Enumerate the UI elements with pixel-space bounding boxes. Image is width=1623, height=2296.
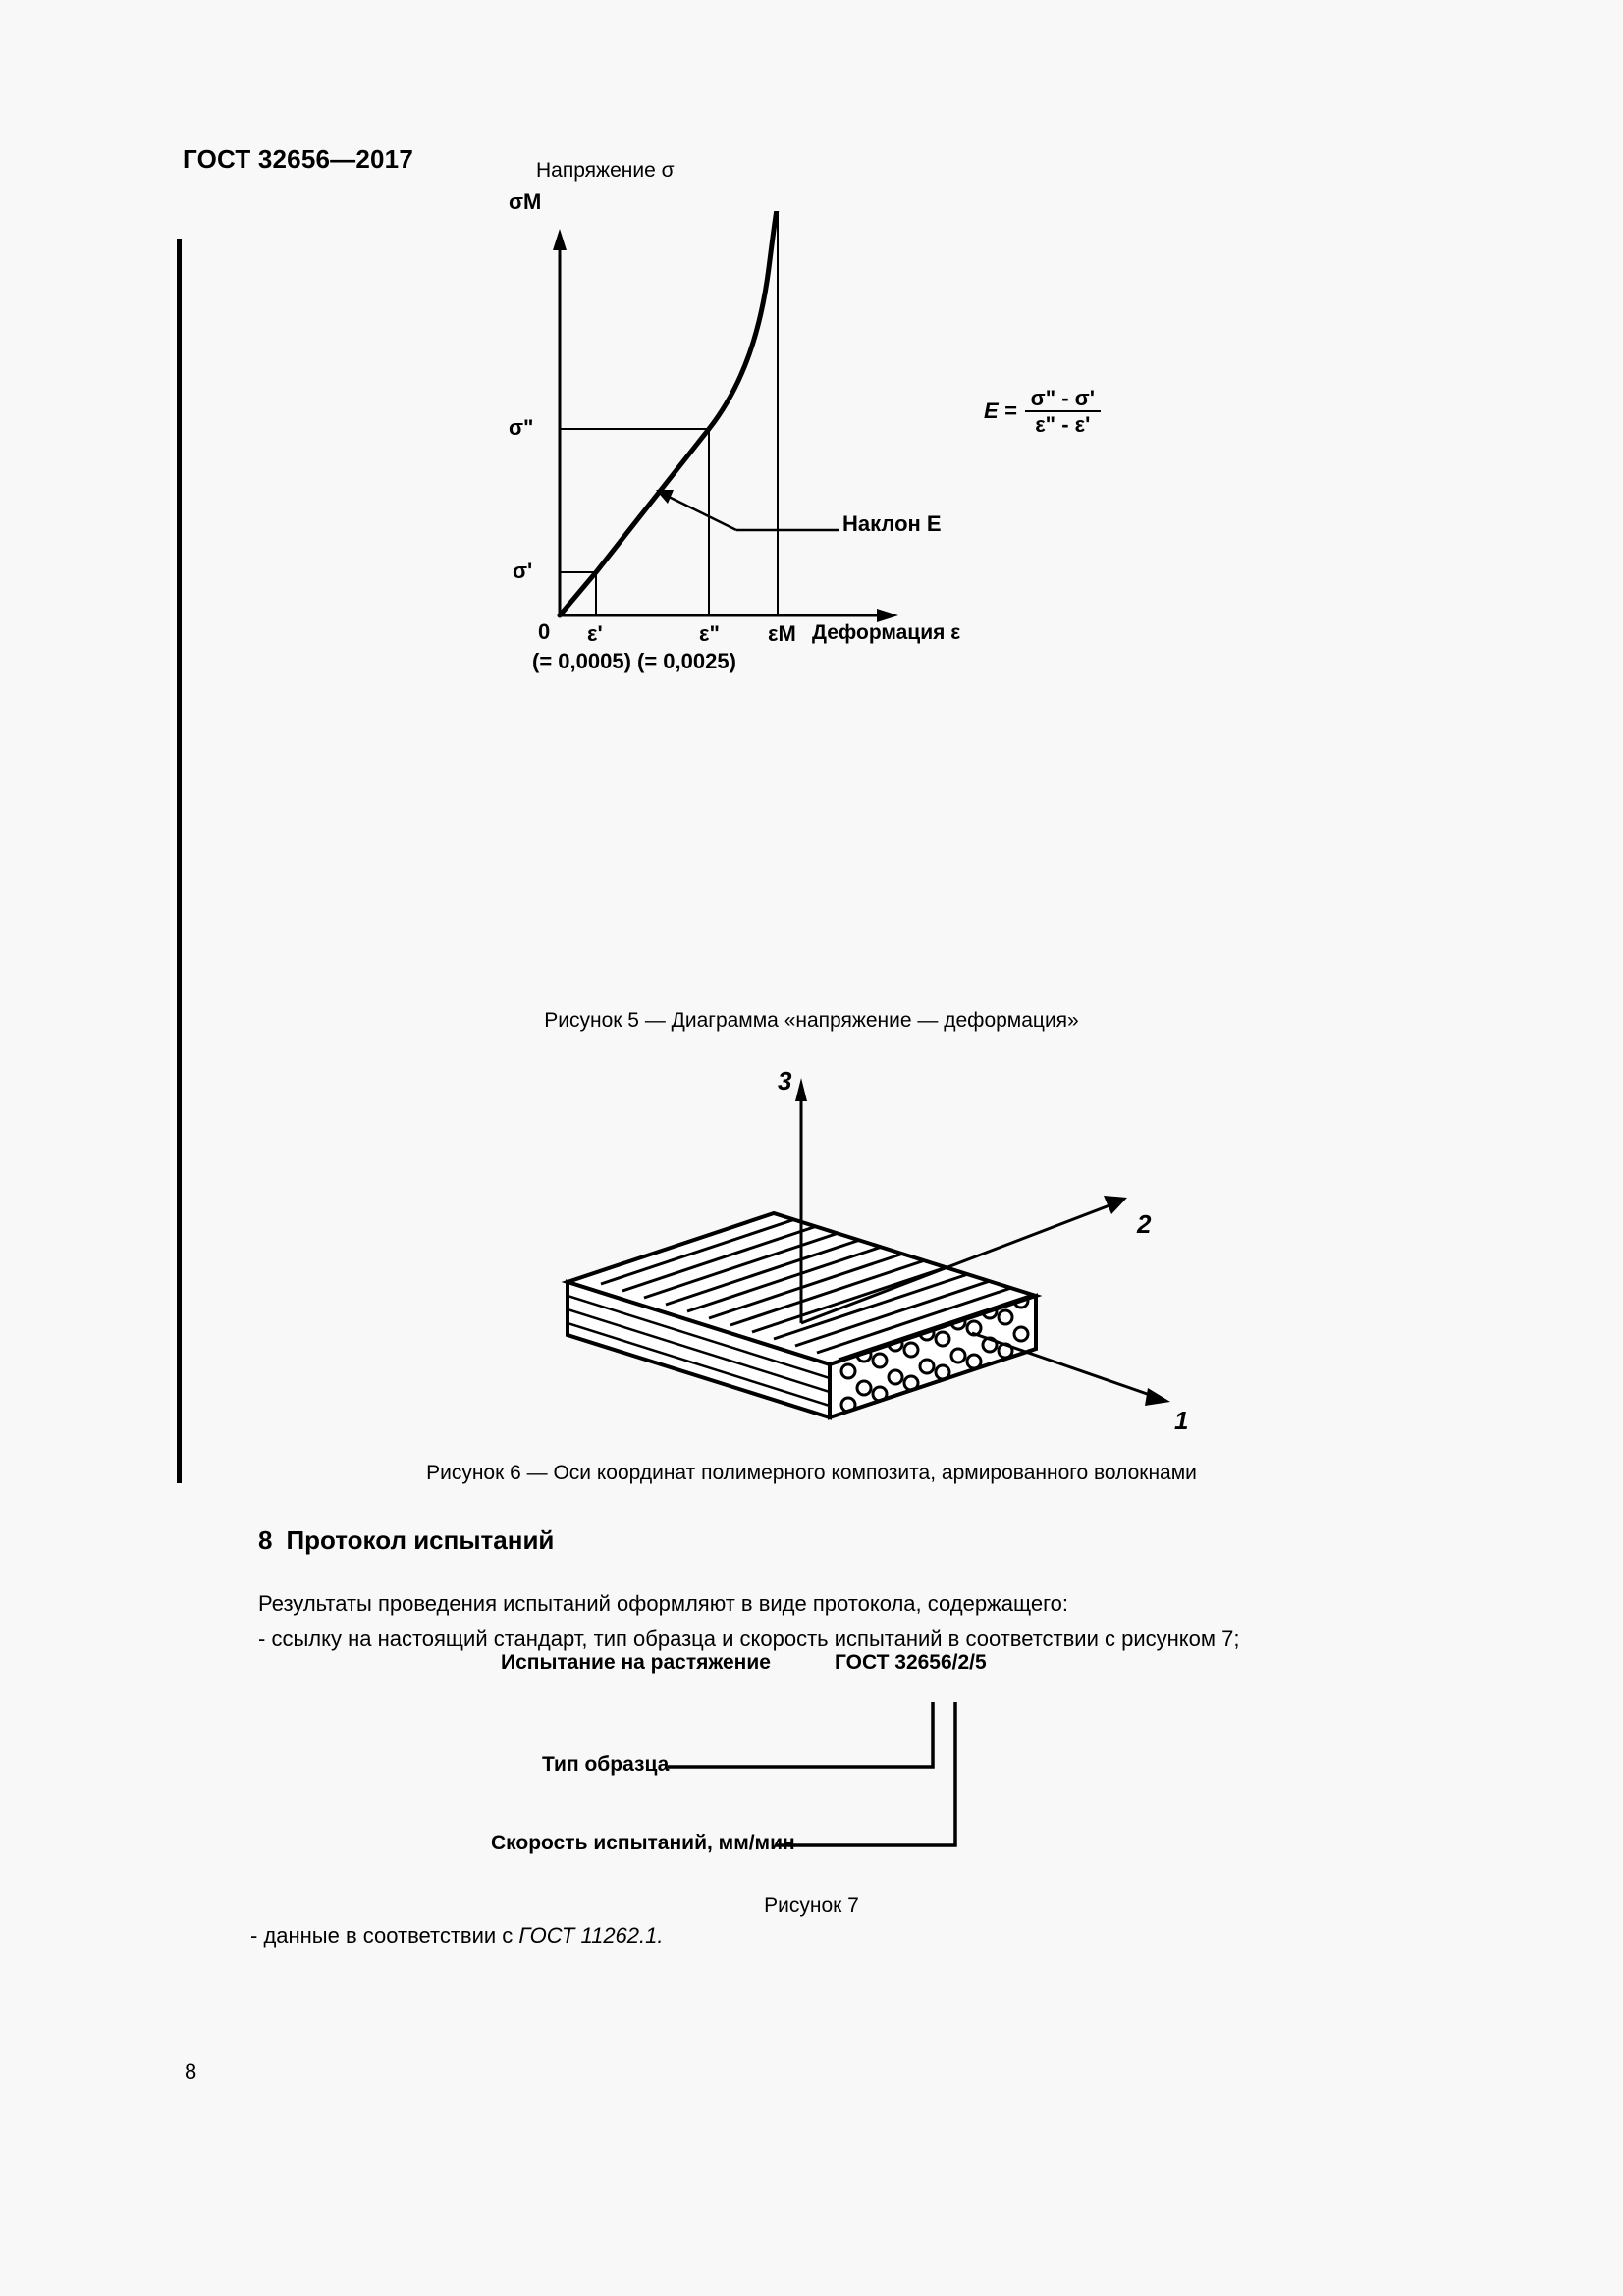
- axis-2-label: 2: [1137, 1209, 1152, 1239]
- figure-6-caption: Рисунок 6 — Оси координат полимерного ко…: [426, 1462, 1197, 1484]
- modulus-formula: E = σ" - σ' ε" - ε': [984, 386, 1101, 438]
- y-axis-arrow: [553, 229, 567, 250]
- figure-7-caption: Рисунок 7: [764, 1895, 859, 1917]
- change-bar: [177, 239, 182, 1483]
- axis-3-arrow: [795, 1078, 807, 1101]
- y-tick-sigma-m: σM: [509, 189, 542, 214]
- x-tick-epsilon-double-prime: ε": [699, 621, 720, 646]
- x-tick-epsilon-prime: ε': [587, 621, 603, 646]
- designation-leader-lines-svg: [668, 1702, 957, 1847]
- stress-strain-curve: [557, 211, 780, 618]
- x-tick-epsilon-m: εM: [768, 621, 796, 646]
- formula-denominator: ε" - ε': [1035, 412, 1091, 438]
- x-axis-label: Деформация ε: [812, 621, 961, 644]
- formula-lhs: E =: [984, 399, 1017, 424]
- figure-7-code: ГОСТ 32656/2/5: [835, 1651, 987, 1674]
- x-tick-values: (= 0,0005) (= 0,0025): [532, 649, 736, 673]
- formula-numerator: σ" - σ': [1030, 386, 1095, 410]
- axis-1-arrow: [1145, 1388, 1170, 1406]
- x-axis-arrow: [877, 609, 898, 622]
- paragraph-3-standard-ref: ГОСТ 11262.1.: [518, 1923, 664, 1948]
- formula-fraction-bar: [1024, 410, 1101, 413]
- slope-leader-line: [662, 492, 737, 532]
- paragraph-3-prefix: - данные в соответствии с: [250, 1923, 519, 1948]
- axis-2-arrow: [1104, 1196, 1127, 1214]
- axis-2-line: [800, 1203, 1110, 1325]
- figure-5-stress-strain-chart: Напряжение σ σM σ" σ' 0 ε' ε" εM (= 0,00…: [491, 159, 1178, 996]
- section-8-paragraph-3: - данные в соответствии с ГОСТ 11262.1.: [250, 1919, 663, 1952]
- axis-1-line: [971, 1331, 1154, 1398]
- section-8-paragraph-2: - ссылку на настоящий стандарт, тип обра…: [258, 1627, 1240, 1651]
- composite-block-svg: [561, 1078, 1170, 1420]
- section-8-title: Протокол испытаний: [286, 1525, 555, 1555]
- section-8-heading: 8 Протокол испытаний: [258, 1525, 554, 1556]
- y-tick-sigma-prime: σ': [513, 559, 533, 583]
- figure-7-label-test-speed: Скорость испытаний, мм/мин: [491, 1832, 795, 1854]
- leader-specimen-type: [668, 1702, 935, 1769]
- y-tick-sigma-double-prime: σ": [509, 415, 534, 440]
- slope-arrow: [656, 490, 674, 504]
- page-number: 8: [185, 2059, 197, 2084]
- figure-7-label-specimen-type: Тип образца: [542, 1753, 670, 1776]
- figure-7-designation-diagram: Испытание на растяжение ГОСТ 32656/2/5 Т…: [491, 1651, 1217, 1885]
- stress-strain-svg: [553, 211, 898, 622]
- section-8-number: 8: [258, 1525, 273, 1555]
- section-8-paragraph-1: Результаты проведения испытаний оформляю…: [258, 1591, 1068, 1616]
- figure-6-composite-axes: 3 2 1: [422, 1060, 1208, 1453]
- figure-7-label-test: Испытание на растяжение: [501, 1651, 771, 1674]
- leader-test-speed: [776, 1702, 957, 1847]
- slope-annotation: Наклон E: [842, 511, 942, 536]
- axis-1-label: 1: [1174, 1406, 1189, 1435]
- document-header: ГОСТ 32656—2017: [183, 144, 413, 174]
- y-axis-label: Напряжение σ: [536, 159, 675, 182]
- origin-label: 0: [538, 619, 551, 644]
- axis-3-label: 3: [778, 1066, 792, 1095]
- figure-5-caption: Рисунок 5 — Диаграмма «напряжение — дефо…: [544, 1009, 1079, 1032]
- slab-front-laminae: [568, 1294, 830, 1408]
